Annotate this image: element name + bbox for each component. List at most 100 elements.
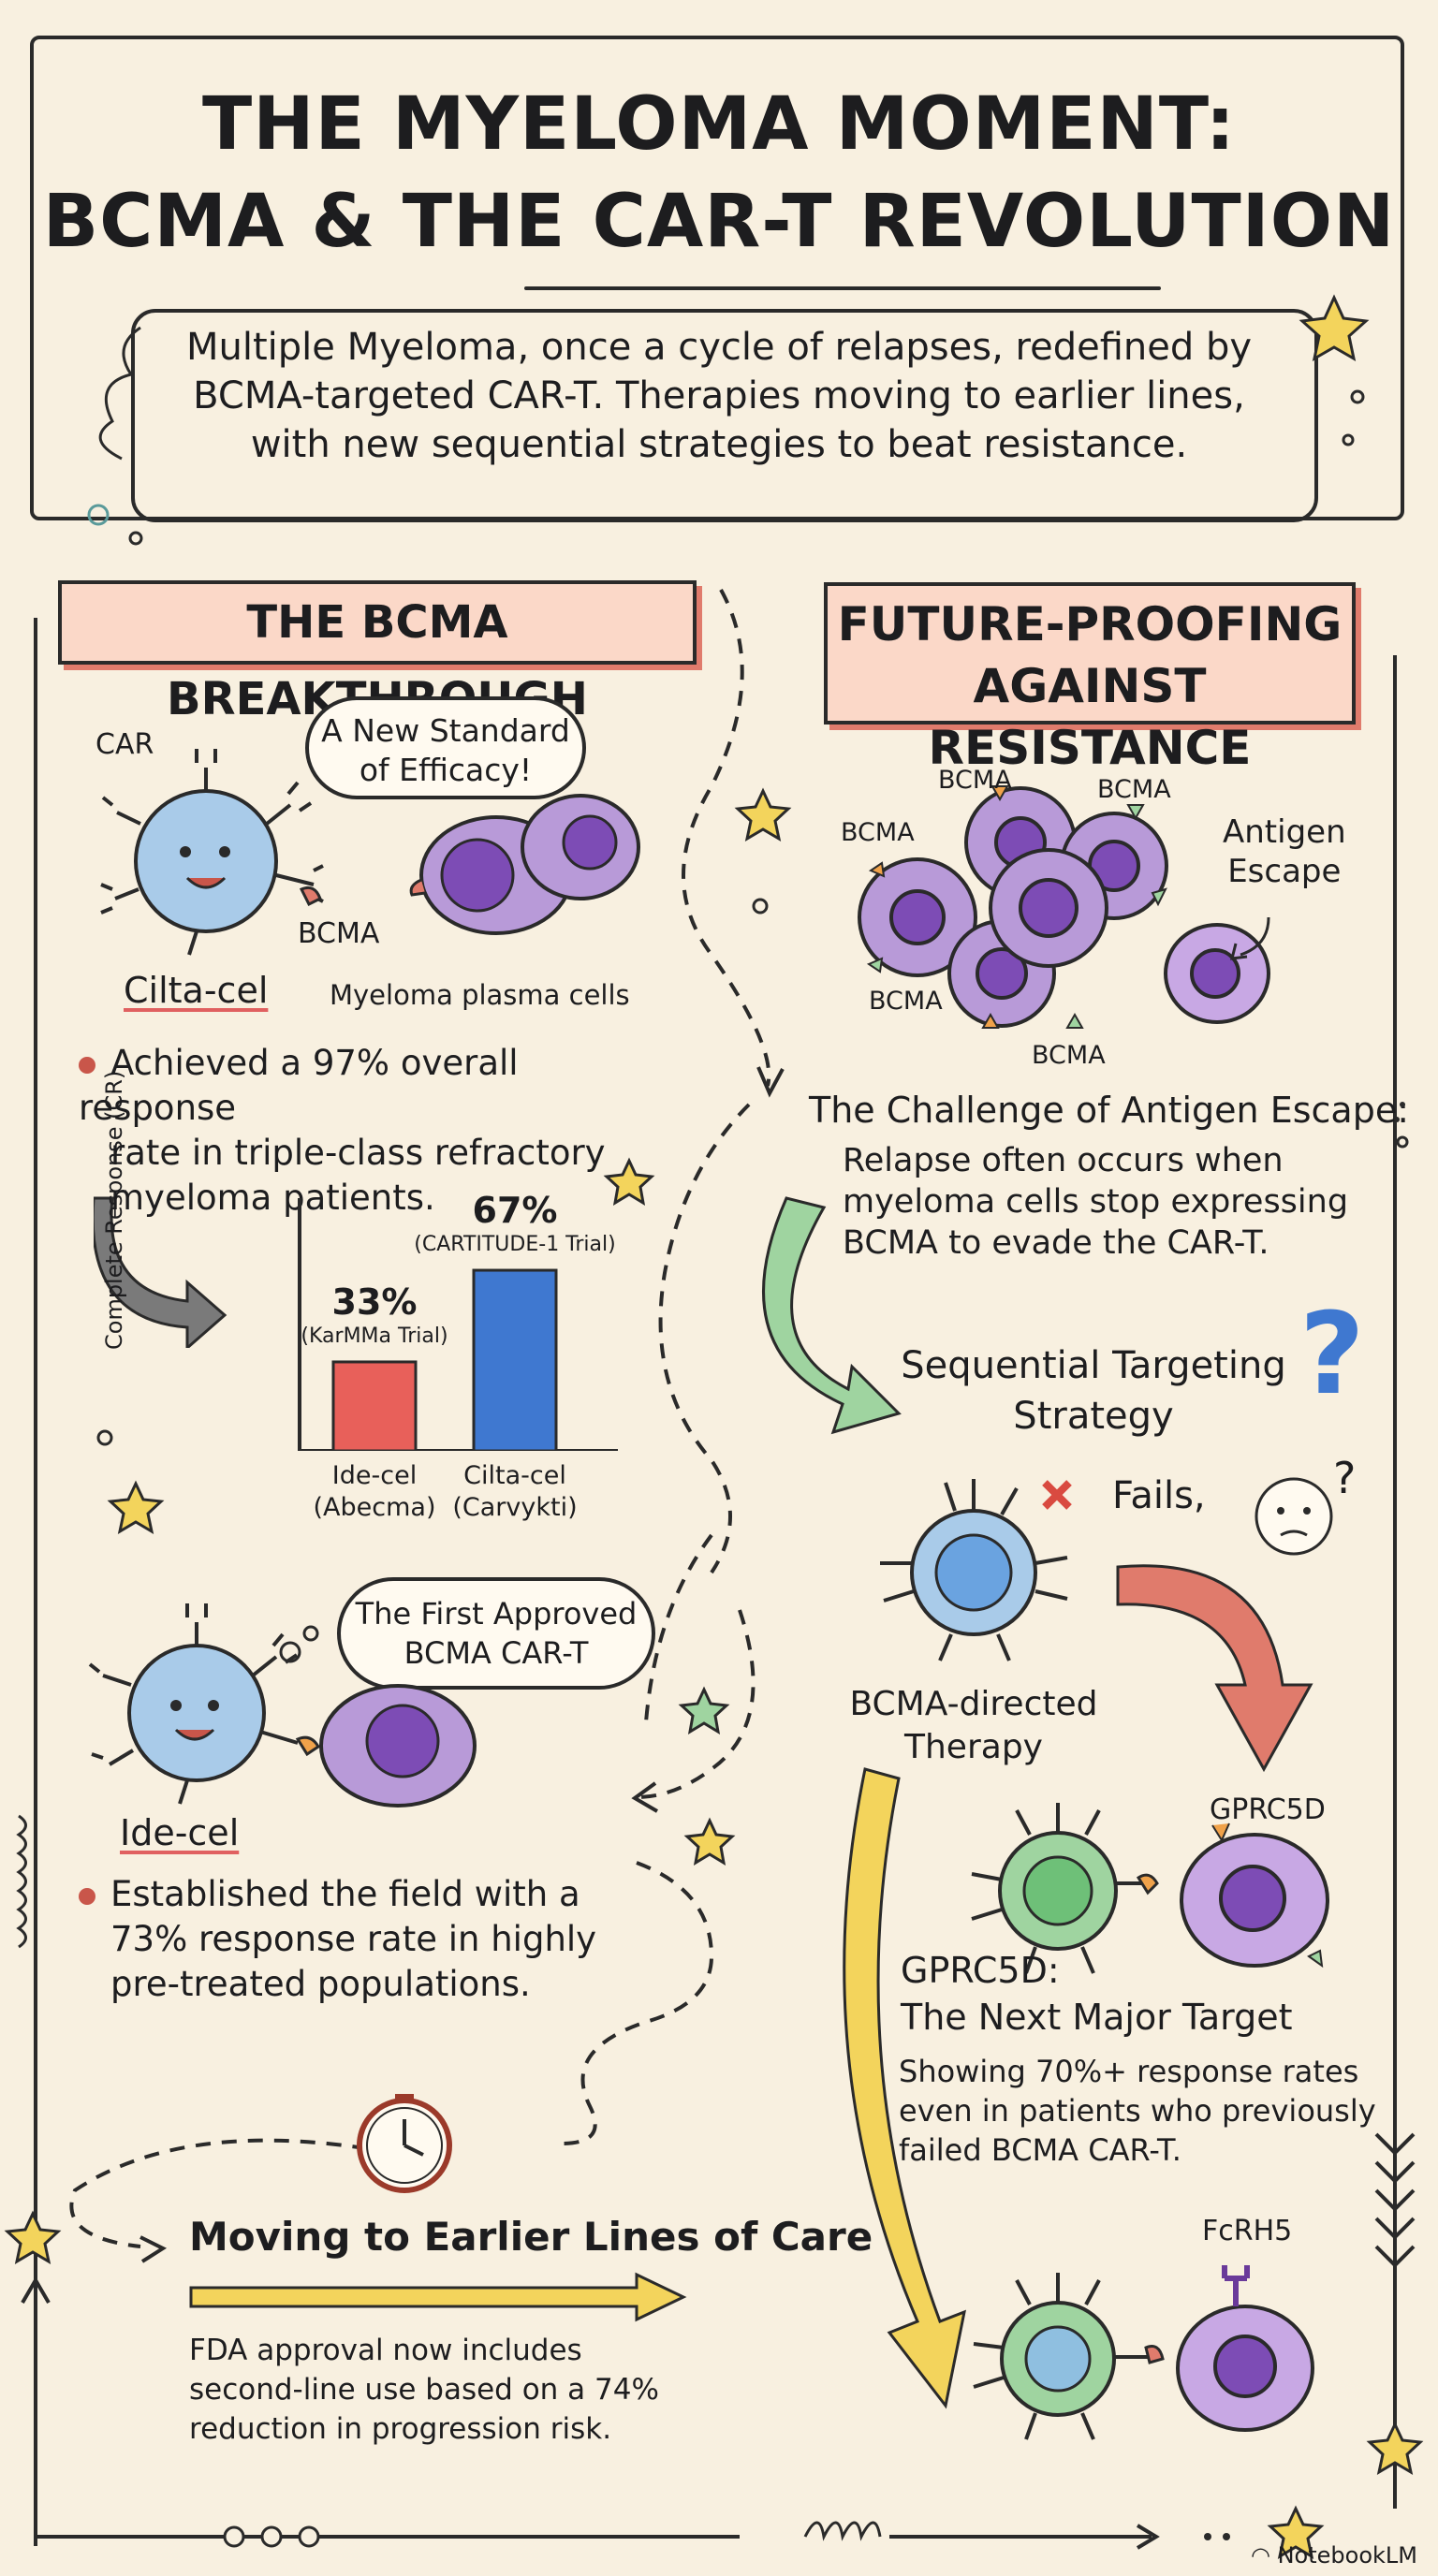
confused-face-icon xyxy=(1255,1477,1333,1556)
bottom-frame xyxy=(21,2276,1424,2560)
cilta-cel-illustration xyxy=(100,749,640,956)
right-section-heading: FUTURE-PROOFING AGAINST RESISTANCE xyxy=(824,582,1356,775)
chart-category-label-2: Cilta-cel(Carvykti) xyxy=(452,1461,578,1522)
challenge-body: Relapse often occurs when myeloma cells … xyxy=(843,1140,1348,1264)
yellow-right-arrow xyxy=(189,2272,687,2322)
ide-bullet: Established the field with a 73% respons… xyxy=(79,1872,678,2007)
earlier-body-line-3: reduction in progression risk. xyxy=(189,2412,612,2446)
bcma-therapy-line-2: Therapy xyxy=(904,1728,1043,1766)
sequential-line-1: Sequential Targeting xyxy=(901,1344,1286,1387)
yellow-long-arrow xyxy=(843,1767,967,2409)
ide-bullet-line-1: Established the field with a xyxy=(110,1874,580,1914)
myeloma-cell-cluster xyxy=(858,786,1168,1028)
question-mark-icon: ? xyxy=(1299,1290,1365,1420)
fails-label: Fails, xyxy=(1112,1474,1206,1517)
cilta-bcma-label: BCMA xyxy=(298,917,380,950)
escaped-cell-icon xyxy=(1164,923,1270,1024)
intro-box xyxy=(131,309,1318,522)
cr-bar-chart: 33%(KarMMa Trial)Ide-cel(Abecma)67%(CART… xyxy=(234,1190,637,1535)
left-section-heading: THE BCMA BREAKTHROUGH xyxy=(58,580,697,725)
small-question-icon: ? xyxy=(1333,1453,1357,1503)
car-t-cell-icon xyxy=(973,2273,1148,2440)
car-t-cell-icon xyxy=(88,1603,320,1805)
ide-bubble-line-1: The First Approved xyxy=(355,1596,638,1632)
antigen-escape-label: Antigen Escape xyxy=(1223,812,1346,891)
gprc5d-body-line-2: even in patients who previously xyxy=(899,2093,1376,2129)
chart-category-label-1: Ide-cel(Abecma) xyxy=(313,1461,436,1522)
grey-curved-arrow xyxy=(94,1196,227,1348)
cluster-bcma-label-3: BCMA xyxy=(841,818,915,847)
decor-stars-top xyxy=(87,294,1370,546)
notebooklm-brand: ◠ NotebookLM xyxy=(1251,2542,1417,2569)
cluster-bcma-label-4: BCMA xyxy=(869,987,943,1016)
escape-line-2: Escape xyxy=(1227,853,1342,890)
page-title-line-2: BCMA & THE CAR-T REVOLUTION xyxy=(42,180,1396,264)
cilta-cel-name: Cilta-cel xyxy=(124,970,269,1011)
chevrons-decor xyxy=(1374,2132,1416,2268)
chart-bar-1 xyxy=(331,1360,418,1451)
red-curved-arrow xyxy=(1116,1564,1313,1773)
cilta-bullet-line-3: myeloma patients. xyxy=(110,1178,435,1218)
ide-bullet-line-2: 73% response rate in highly xyxy=(110,1919,597,1959)
chart-bar-2 xyxy=(472,1268,558,1451)
bcma-therapy-label: BCMA-directed Therapy xyxy=(824,1683,1123,1769)
gprc5d-illustration xyxy=(971,1803,1329,1974)
brand-text: NotebookLM xyxy=(1277,2542,1417,2569)
challenge-line-1: Relapse often occurs when xyxy=(843,1142,1284,1179)
gprc5d-body: Showing 70%+ response rates even in pati… xyxy=(899,2052,1376,2170)
car-label: CAR xyxy=(95,728,154,761)
earlier-lines-body: FDA approval now includes second-line us… xyxy=(189,2331,659,2449)
cluster-bcma-label-1: BCMA xyxy=(938,766,1012,795)
gprc5d-title: GPRC5D: The Next Major Target xyxy=(901,1947,1293,2041)
ide-cel-name: Ide-cel xyxy=(120,1812,240,1853)
challenge-line-2: myeloma cells stop expressing xyxy=(843,1183,1349,1221)
cilta-bullet-line-2: rate in triple-class refractory xyxy=(110,1133,606,1173)
challenge-title: The Challenge of Antigen Escape: xyxy=(809,1090,1410,1131)
cilta-speech-bubble: A New Standard of Efficacy! xyxy=(305,696,586,799)
earlier-lines-title: Moving to Earlier Lines of Care xyxy=(189,2214,873,2260)
chart-trial-label-2: (CARTITUDE-1 Trial) xyxy=(414,1233,616,1257)
cluster-bcma-label-5: BCMA xyxy=(1032,1041,1106,1070)
escape-line-1: Antigen xyxy=(1223,813,1346,851)
car-t-cell-icon xyxy=(971,1803,1142,1974)
gprc5d-title-line-1: GPRC5D: xyxy=(901,1950,1060,1991)
ide-speech-bubble: The First Approved BCMA CAR-T xyxy=(337,1577,655,1690)
myeloma-cell-icon xyxy=(409,794,640,935)
decor-right-dots xyxy=(1394,1102,1409,1149)
myeloma-cells-label: Myeloma plasma cells xyxy=(330,979,630,1011)
cilta-bullet-line-1: Achieved a 97% overall response xyxy=(79,1043,519,1128)
bullet-dot xyxy=(79,1887,95,1905)
gprc5d-label: GPRC5D xyxy=(1210,1793,1326,1826)
sequential-title: Sequential Targeting Strategy xyxy=(888,1340,1299,1442)
central-dashed-path xyxy=(4,589,792,2265)
ide-bubble-line-2: BCMA CAR-T xyxy=(404,1635,589,1671)
sequential-line-2: Strategy xyxy=(1013,1395,1174,1438)
cilta-bubble-line-1: A New Standard xyxy=(321,712,570,749)
chart-trial-label-1: (KarMMa Trial) xyxy=(301,1324,448,1348)
green-curved-arrow xyxy=(762,1196,902,1435)
myeloma-cell-icon xyxy=(319,1684,477,1808)
car-t-cell-icon xyxy=(880,1479,1068,1661)
right-heading-line-2: AGAINST RESISTANCE xyxy=(928,659,1252,775)
chart-y-axis-label: Complete Response (CR) xyxy=(101,1070,127,1350)
clock-icon xyxy=(357,2094,452,2193)
right-frame-line xyxy=(1393,655,1397,2509)
intro-line-2: BCMA-targeted CAR-T. Therapies moving to… xyxy=(193,374,1245,417)
bcma-therapy-illustration xyxy=(880,1477,1333,1661)
challenge-line-3: BCMA to evade the CAR-T. xyxy=(843,1224,1269,1262)
gprc5d-body-line-3: failed BCMA CAR-T. xyxy=(899,2132,1181,2168)
gprc5d-body-line-1: Showing 70%+ response rates xyxy=(899,2054,1359,2089)
ide-cel-illustration xyxy=(88,1603,477,1808)
fcrh5-label: FcRH5 xyxy=(1202,2215,1293,2247)
intro-line-1: Multiple Myeloma, once a cycle of relaps… xyxy=(185,326,1253,369)
right-heading-line-1: FUTURE-PROOFING xyxy=(837,597,1343,651)
bcma-therapy-line-1: BCMA-directed xyxy=(849,1685,1098,1723)
fcrh5-illustration xyxy=(973,2265,1314,2440)
cilta-bubble-line-2: of Efficacy! xyxy=(359,752,533,788)
bullet-dot xyxy=(79,1056,95,1074)
cilta-bullet: Achieved a 97% overall response rate in … xyxy=(79,1041,678,1221)
ide-bullet-line-3: pre-treated populations. xyxy=(110,1964,531,2004)
title-underline xyxy=(524,286,1161,290)
cluster-bcma-label-2: BCMA xyxy=(1097,775,1171,804)
intro-line-3: with new sequential strategies to beat r… xyxy=(250,423,1188,466)
